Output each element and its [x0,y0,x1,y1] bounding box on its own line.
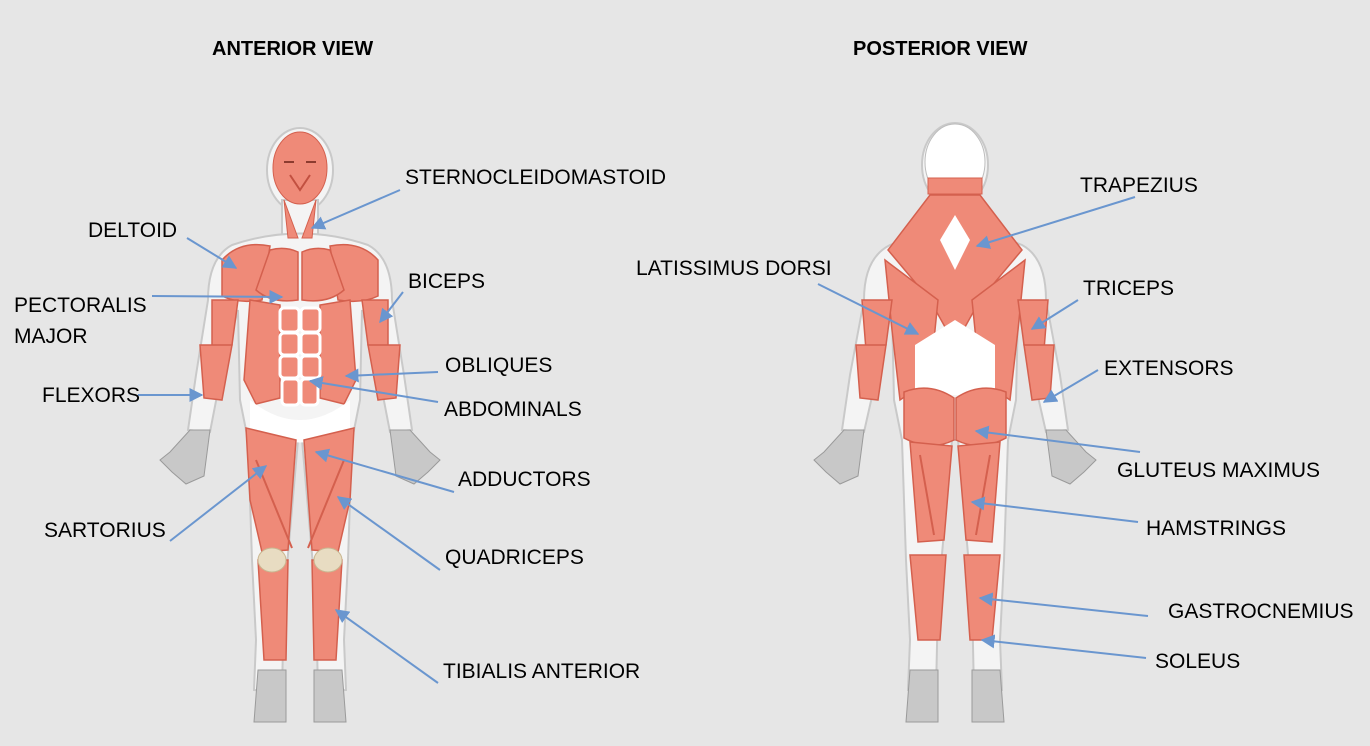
label-pectoralis-major: PECTORALIS MAJOR [14,294,147,348]
leader-line-trapezius [975,196,1136,249]
leader-line-obliques [344,368,439,383]
label-tibialis-anterior: TIBIALIS ANTERIOR [443,660,641,683]
label-sartorius: SARTORIUS [44,519,166,542]
leader-line-extensors [1042,369,1099,403]
label-biceps: BICEPS [408,270,486,293]
label-latissimus-dorsi: LATISSIMUS DORSI [636,257,832,280]
posterior-view-heading: POSTERIOR VIEW [853,38,1028,60]
leader-line-gluteus-maximus [974,425,1141,453]
leader-line-hamstrings [970,496,1139,523]
leader-line-deltoid [186,237,238,269]
leader-line-triceps [1030,299,1079,330]
leader-line-sartorius [169,465,268,542]
leader-line-sternocleidomastoid [310,189,401,230]
leader-line-pectoralis-major [151,289,284,304]
leader-line-biceps [379,291,404,324]
label-soleus: SOLEUS [1155,650,1241,673]
posterior-body-figure [813,122,1097,723]
label-obliques: OBLIQUES [445,354,553,377]
label-abdominals: ABDOMINALS [444,398,582,421]
label-gastrocnemius: GASTROCNEMIUS [1168,600,1354,623]
label-gluteus-maximus: GLUTEUS MAXIMUS [1117,459,1321,482]
leader-line-adductors [314,448,455,493]
leader-line-tibialis-anterior [334,609,439,684]
leader-line-abdominals [308,376,439,403]
label-deltoid: DELTOID [88,219,178,242]
anterior-body-figure [159,127,441,723]
leader-line-gastrocnemius [978,592,1149,617]
label-adductors: ADDUCTORS [458,468,591,491]
label-flexors: FLEXORS [42,384,141,407]
anterior-view-heading: ANTERIOR VIEW [212,38,374,60]
label-extensors: EXTENSORS [1104,357,1234,380]
leader-line-quadriceps [336,496,441,571]
label-trapezius: TRAPEZIUS [1080,174,1198,197]
leader-line-latissimus-dorsi [817,283,920,335]
label-quadriceps: QUADRICEPS [445,546,584,569]
label-triceps: TRICEPS [1083,277,1175,300]
label-hamstrings: HAMSTRINGS [1146,517,1287,540]
label-sternocleidomastoid: STERNOCLEIDOMASTOID [405,166,666,189]
leader-line-soleus [980,634,1147,659]
